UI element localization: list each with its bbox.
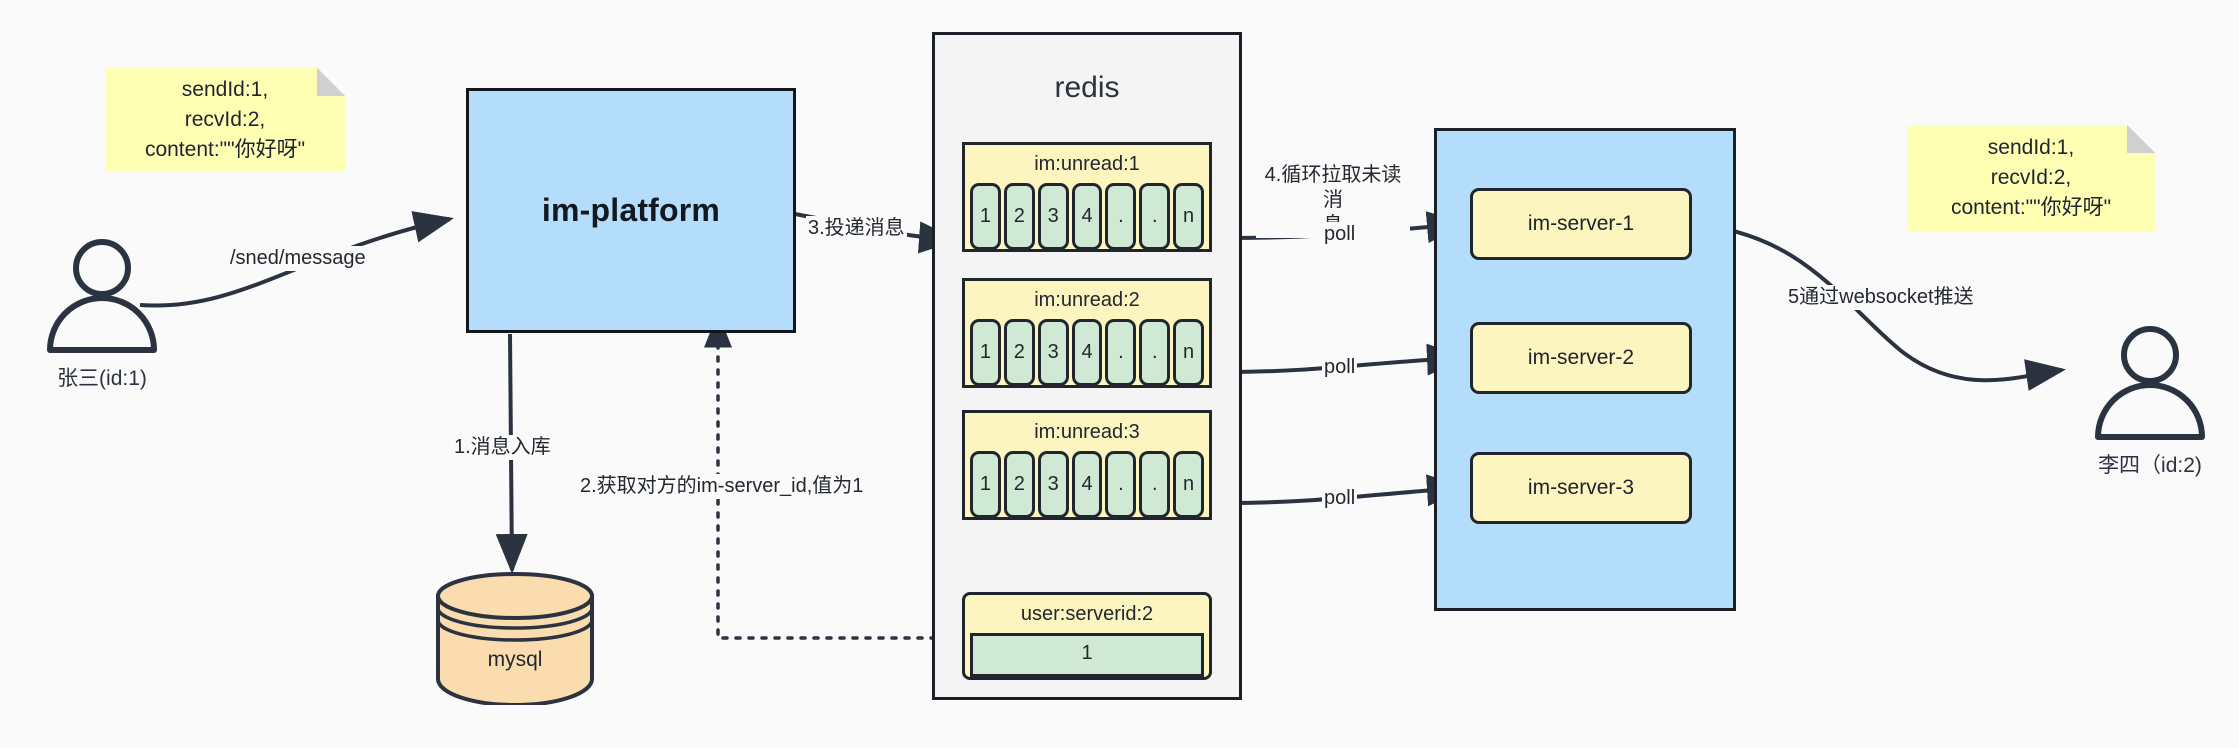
list-cell: n [1173, 183, 1205, 250]
im-server-1-box[interactable]: im-server-1 [1470, 188, 1692, 260]
list-cell: 4 [1071, 183, 1103, 250]
list-cell: 2 [1003, 183, 1035, 250]
im-platform-box[interactable]: im-platform [466, 88, 796, 333]
list-cell: . [1105, 183, 1137, 250]
redis-list-2-key: im:unread:2 [1034, 289, 1140, 311]
redis-list-im-unread-2[interactable]: im:unread:2 1 2 3 4 . . n [962, 278, 1212, 388]
actor-sender-label: 张三(id:1) [57, 367, 147, 390]
mysql-database[interactable]: mysql [430, 570, 600, 707]
im-server-2-label: im-server-2 [1527, 346, 1635, 369]
list-cell: . [1139, 319, 1171, 386]
edge-label-step3: 3.投递消息 [806, 216, 907, 241]
list-cell: . [1105, 319, 1137, 386]
actor-receiver: 李四（id:2) [2080, 325, 2220, 477]
actor-receiver-label: 李四（id:2) [2098, 454, 2202, 477]
edge-label-poll-3: poll [1322, 486, 1358, 511]
redis-kv-key: user:serverid:2 [1020, 603, 1154, 625]
redis-kv-value: 1 [970, 633, 1204, 677]
im-server-3-label: im-server-3 [1527, 476, 1635, 499]
list-cell: n [1173, 451, 1205, 518]
im-server-1-label: im-server-1 [1527, 212, 1635, 235]
list-cell: 4 [1071, 451, 1103, 518]
list-cell: 1 [970, 319, 1001, 386]
note-left-message: sendId:1, recvId:2, content:""你好呀" [105, 68, 345, 172]
list-cell: 4 [1071, 319, 1103, 386]
im-server-2-box[interactable]: im-server-2 [1470, 322, 1692, 394]
edge-label-step1: 1.消息入库 [452, 435, 553, 460]
edge-label-poll-1: poll [1322, 222, 1358, 247]
database-cylinder-icon [436, 572, 594, 707]
list-cell: 1 [970, 183, 1001, 250]
list-cell: 2 [1003, 319, 1035, 386]
person-icon [2095, 326, 2205, 440]
redis-list-3-cells: 1 2 3 4 . . n [965, 451, 1209, 523]
actor-sender: 张三(id:1) [32, 238, 172, 390]
list-cell: . [1139, 183, 1171, 250]
list-cell: 1 [970, 451, 1001, 518]
edge-label-step5: 5通过websocket推送 [1786, 285, 1976, 310]
edge-label-poll-2: poll [1322, 355, 1358, 380]
edge-label-step2: 2.获取对方的im-server_id,值为1 [578, 474, 866, 499]
list-cell: 3 [1037, 451, 1069, 518]
list-cell: 3 [1037, 183, 1069, 250]
note-fold-icon [2127, 125, 2155, 153]
edge-label-send-message: /sned/message [228, 246, 368, 271]
redis-list-im-unread-3[interactable]: im:unread:3 1 2 3 4 . . n [962, 410, 1212, 520]
mysql-label: mysql [487, 648, 543, 671]
redis-kv-user-serverid[interactable]: user:serverid:2 1 [962, 592, 1212, 680]
list-cell: n [1173, 319, 1205, 386]
redis-list-2-cells: 1 2 3 4 . . n [965, 319, 1209, 391]
note-right-message: sendId:1, recvId:2, content:""你好呀" [1907, 125, 2155, 231]
note-right-text: sendId:1, recvId:2, content:""你好呀" [1950, 136, 2112, 219]
redis-list-1-cells: 1 2 3 4 . . n [965, 183, 1209, 255]
list-cell: . [1105, 451, 1137, 518]
note-left-text: sendId:1, recvId:2, content:""你好呀" [144, 78, 306, 161]
note-fold-icon [317, 68, 345, 96]
list-cell: 2 [1003, 451, 1035, 518]
redis-list-3-key: im:unread:3 [1034, 421, 1140, 443]
list-cell: 3 [1037, 319, 1069, 386]
im-server-3-box[interactable]: im-server-3 [1470, 452, 1692, 524]
list-cell: . [1139, 451, 1171, 518]
im-platform-label: im-platform [541, 192, 721, 228]
person-icon [47, 239, 157, 353]
redis-title: redis [1054, 71, 1120, 104]
redis-list-1-key: im:unread:1 [1034, 153, 1140, 175]
redis-list-im-unread-1[interactable]: im:unread:1 1 2 3 4 . . n [962, 142, 1212, 252]
